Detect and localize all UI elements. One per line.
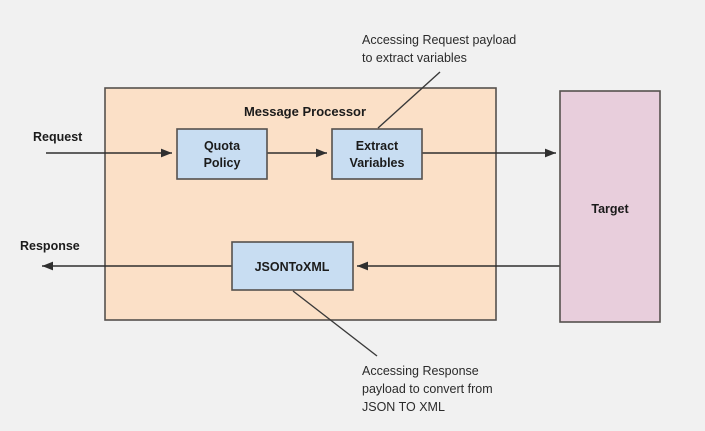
response-annotation-line3: JSON TO XML xyxy=(362,400,445,414)
node-quota-policy[interactable]: Quota Policy xyxy=(176,128,268,180)
message-processor-label: Message Processor xyxy=(244,104,366,119)
jsontoxml-label: JSONToXML xyxy=(255,260,330,274)
quota-policy-label-line1: Quota xyxy=(204,139,241,153)
quota-policy-label-line2: Policy xyxy=(204,156,241,170)
leader-line-response-annotation xyxy=(292,290,378,357)
target-rect xyxy=(559,90,661,323)
jsontoxml-rect xyxy=(231,241,354,291)
leader-line-request-annotation xyxy=(377,71,441,129)
extract-variables-rect xyxy=(331,128,423,180)
request-label: Request xyxy=(33,130,83,144)
node-jsontoxml[interactable]: JSONToXML xyxy=(231,241,354,291)
annotation-response: Accessing Response payload to convert fr… xyxy=(362,364,493,414)
request-annotation-line1: Accessing Request payload xyxy=(362,33,516,47)
quota-policy-rect xyxy=(176,128,268,180)
response-label: Response xyxy=(20,239,80,253)
extract-variables-label-line1: Extract xyxy=(356,139,399,153)
annotation-request: Accessing Request payload to extract var… xyxy=(362,33,516,65)
target-label: Target xyxy=(591,202,629,216)
node-extract-variables[interactable]: Extract Variables xyxy=(331,128,423,180)
extract-variables-label-line2: Variables xyxy=(350,156,405,170)
request-annotation-line2: to extract variables xyxy=(362,51,467,65)
response-annotation-line1: Accessing Response xyxy=(362,364,479,378)
node-target[interactable]: Target xyxy=(559,90,661,323)
response-annotation-line2: payload to convert from xyxy=(362,382,493,396)
